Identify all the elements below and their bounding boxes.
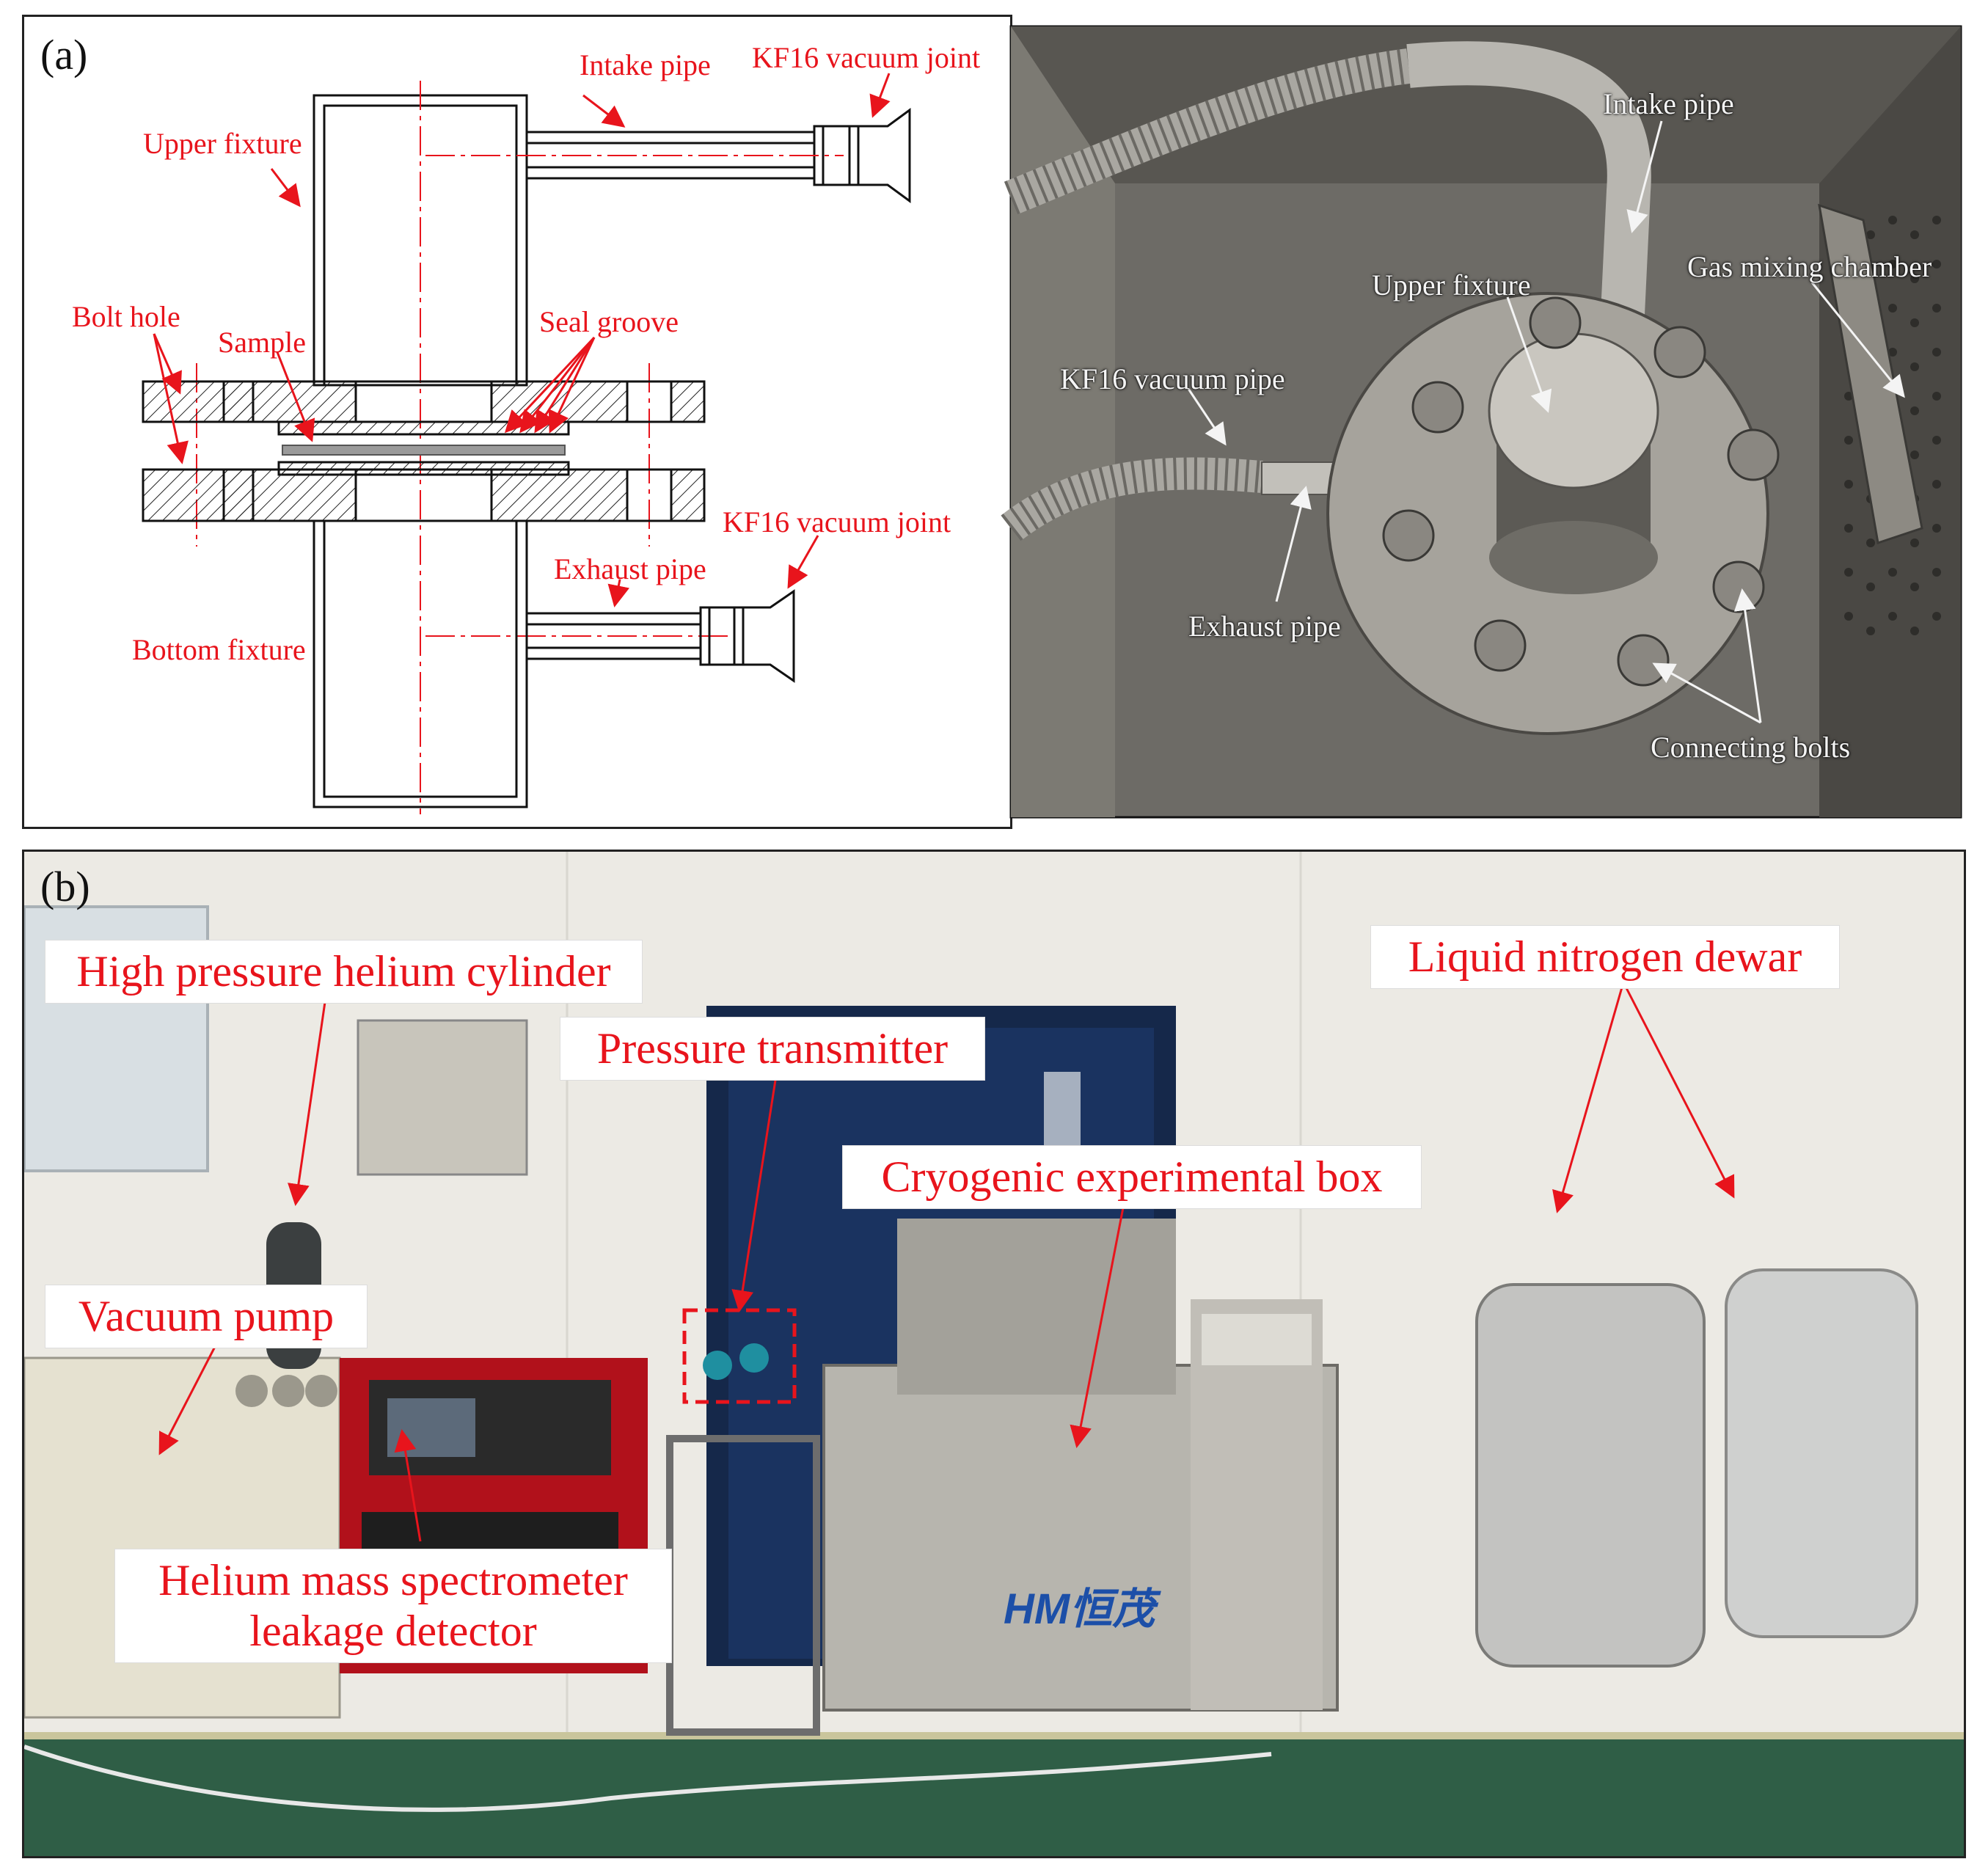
gas-mixing-chamber-shape [1818,203,1923,544]
photo-label-gas-mixing-chamber: Gas mixing chamber [1687,250,1932,283]
exhaust-pipe-shape [527,612,701,660]
sample-shape [282,445,566,456]
callout-helium-cylinder: High pressure helium cylinder [45,940,643,1004]
label-seal-groove: Seal groove [539,305,679,338]
callout-leak-detector: Helium mass spectrometer leakage detecto… [114,1549,672,1663]
label-kf16-joint-bottom: KF16 vacuum joint [723,505,951,538]
label-exhaust-pipe: Exhaust pipe [554,552,706,585]
label-bolt-hole: Bolt hole [72,300,180,333]
callout-pressure-transmitter: Pressure transmitter [560,1017,985,1081]
panel-b-letter: (b) [40,863,90,910]
bottom-flange-shape [142,461,706,522]
top-flange-shape [142,380,706,436]
upper-flex-hose-shape [1004,48,1411,215]
bottom-fixture-shape [313,519,528,808]
electric-box [357,1019,528,1176]
photo-connecting-bolts [1382,296,1780,687]
callout-cryogenic-box: Cryogenic experimental box [842,1145,1422,1209]
photo-label-intake-pipe: Intake pipe [1603,87,1734,120]
label-sample: Sample [218,326,306,359]
photo-label-upper-fixture: Upper fixture [1372,269,1531,302]
label-kf16-joint-top: KF16 vacuum joint [752,41,981,74]
callout-nitrogen-dewar: Liquid nitrogen dewar [1370,925,1840,989]
label-bottom-fixture: Bottom fixture [132,633,306,666]
photo-label-exhaust-pipe: Exhaust pipe [1188,610,1341,643]
intake-pipe-shape [527,131,814,180]
callout-leak-detector-line2: leakage detector [249,1607,537,1655]
nitrogen-dewar-2 [1725,1268,1918,1638]
photo-intake-pipe-shape [1406,41,1651,346]
photo-label-kf16-vacuum-pipe: KF16 vacuum pipe [1060,362,1285,395]
kf16-joint-bottom-shape [699,589,795,683]
pressure-transmitter-marker [682,1308,797,1404]
callout-leak-detector-line1: Helium mass spectrometer [158,1556,628,1604]
panel-b-photo: (b) HM恒茂 High pressure helium cylinder P… [22,850,1966,1858]
label-upper-fixture: Upper fixture [143,127,302,160]
brand-mark: HM恒茂 [1004,1585,1155,1633]
photo-label-connecting-bolts: Connecting bolts [1651,731,1851,764]
panel-a-letter: (a) [40,31,88,78]
photo-upper-fixture-shape [1488,332,1659,489]
nitrogen-dewar-1 [1475,1283,1706,1668]
panel-b-leaders [158,982,1735,1542]
callout-vacuum-pump: Vacuum pump [45,1285,368,1348]
label-intake-pipe: Intake pipe [580,48,711,81]
kf16-joint-top-shape [813,108,911,203]
